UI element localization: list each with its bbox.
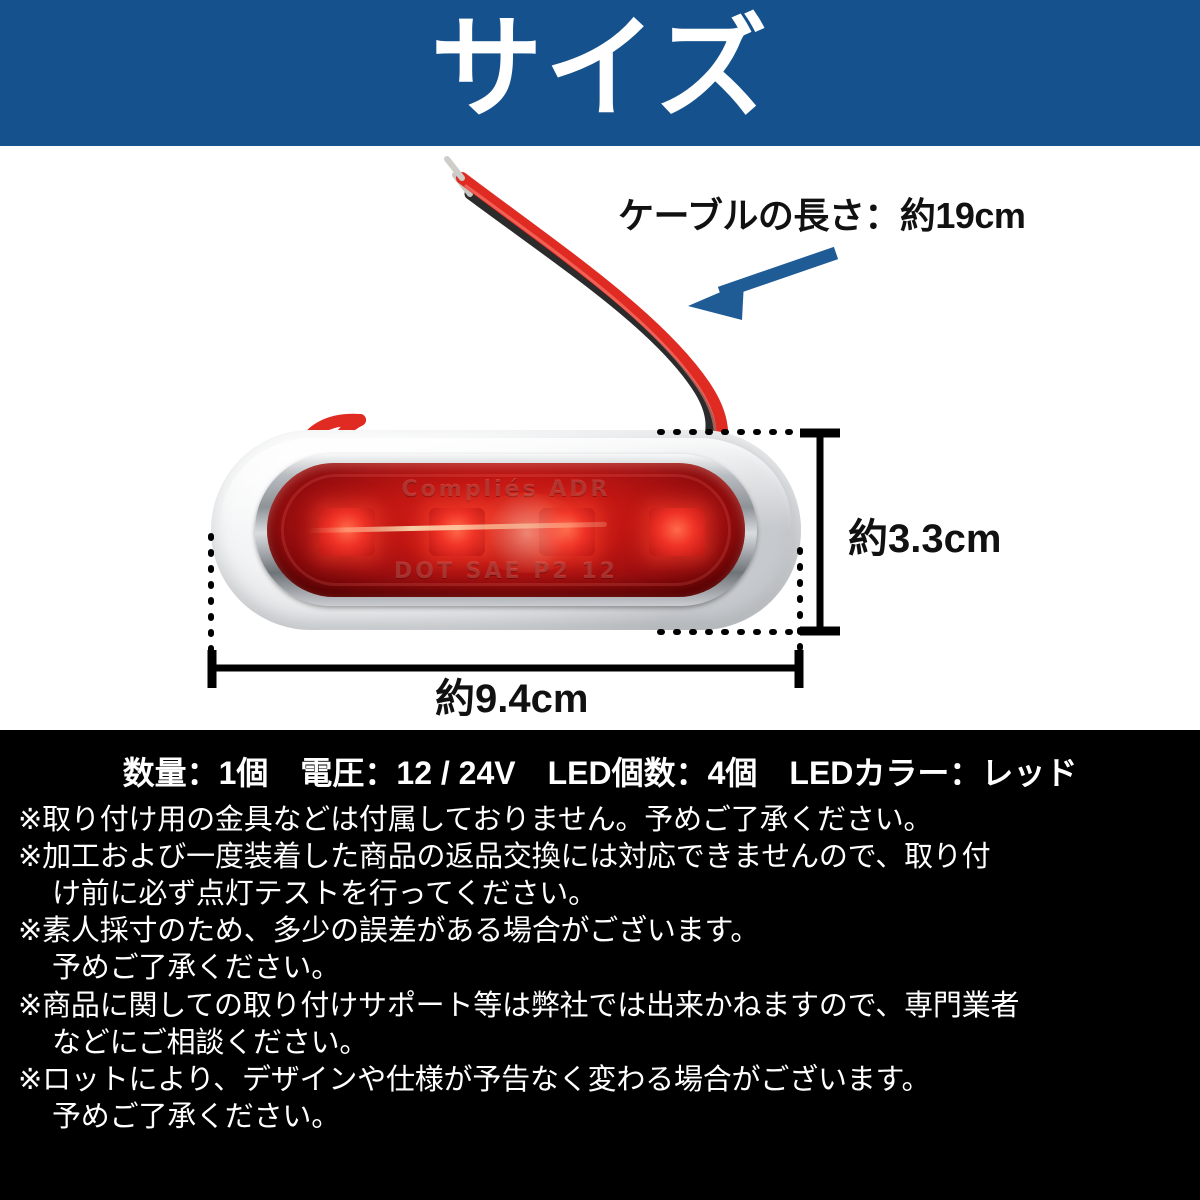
notes-list: ※取り付け用の金具などは付属しておりません。予めご了承ください。 ※加工および一度… (18, 802, 1182, 1136)
lens-emboss-bottom: DOT SAE P2 12 (394, 559, 618, 584)
led-module-4 (649, 508, 705, 556)
led-marker-lamp: Compliés ADR DOT SAE P2 12 (211, 430, 801, 630)
height-dimension-label: 約3.3cm (848, 517, 1002, 561)
lamp-red-lens: Compliés ADR DOT SAE P2 12 (267, 463, 745, 597)
header-banner: サイズ (0, 0, 1200, 146)
note-line: 予めご了承ください。 (52, 1100, 341, 1133)
cable-red-tip (444, 156, 465, 181)
note-line: ※ロットにより、デザインや仕様が予告なく変わる場合がございます。 (18, 1063, 931, 1096)
note-line: ※加工および一度装着した商品の返品交換には対応できませんので、取り付 (18, 841, 991, 874)
product-diagram: ケーブルの長さ：約19cm Compliés ADR DOT SAE P2 12 (0, 146, 1200, 730)
lens-glow-highlight (467, 493, 587, 573)
cable-length-label: ケーブルの長さ：約19cm (618, 195, 1026, 236)
note-line: ※商品に関しての取り付けサポート等は弊社では出来かねますので、専門業者 (18, 989, 1020, 1022)
width-dimension-label: 約9.4cm (435, 677, 589, 721)
spec-headline: 数量：1個 電圧：12 / 24V LED個数：4個 LEDカラー：レッド (122, 755, 1078, 791)
page-title: サイズ (430, 6, 770, 131)
lens-inner-rim (281, 474, 731, 586)
dimension-lines (207, 428, 840, 688)
note-line: け前に必ず点灯テストを行ってください。 (52, 878, 597, 911)
note-line: 予めご了承ください。 (52, 952, 341, 985)
width-dimension-bar (207, 650, 804, 688)
height-dimension-bar (800, 428, 840, 636)
note-line: ※素人採寸のため、多少の誤差がある場合がございます。 (18, 915, 760, 948)
note-line: ※取り付け用の金具などは付属しておりません。予めご了承ください。 (18, 804, 933, 836)
specification-panel: 数量：1個 電圧：12 / 24V LED個数：4個 LEDカラー：レッド ※取… (0, 730, 1200, 1200)
note-line: などにご相談ください。 (52, 1026, 369, 1059)
cable-annotation-arrow (688, 246, 839, 320)
